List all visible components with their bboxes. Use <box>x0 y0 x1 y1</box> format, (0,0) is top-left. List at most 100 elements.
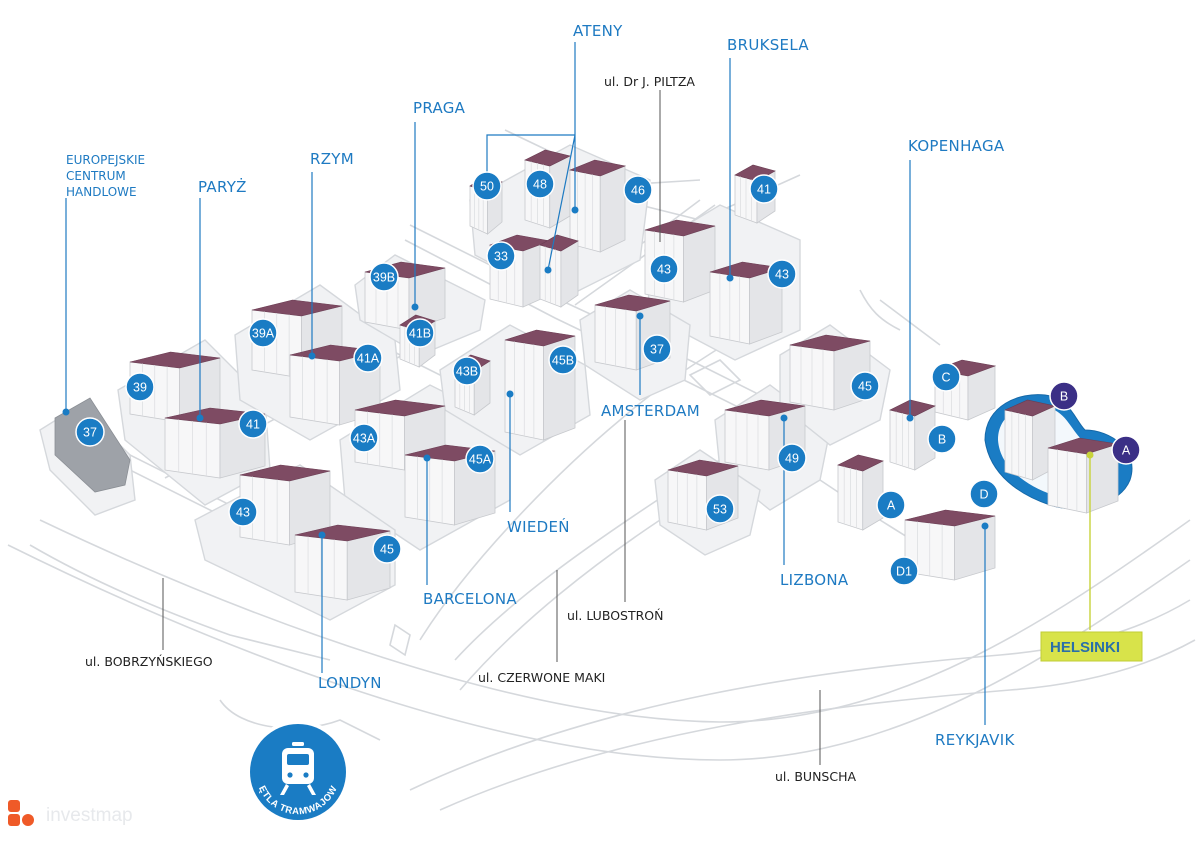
building-marker-circle <box>452 356 482 386</box>
estate-label-rzym[interactable]: RZYM <box>310 150 354 168</box>
building-marker-circle <box>369 262 399 292</box>
building-marker-circle <box>525 169 555 199</box>
building-marker-circle <box>486 241 516 271</box>
building-marker-b41a[interactable]: 41A <box>353 343 383 373</box>
building-marker-b46[interactable]: 46 <box>623 175 653 205</box>
apartment-building <box>568 159 627 253</box>
building-marker-circle <box>1049 381 1079 411</box>
mall-label: EUROPEJSKIE CENTRUM HANDLOWE <box>66 153 145 199</box>
building-marker-b48[interactable]: 48 <box>525 169 555 199</box>
building-marker-bb-kop[interactable]: B <box>927 424 957 454</box>
apartment-building <box>709 261 783 345</box>
road-stub <box>389 623 411 657</box>
building-marker-label: 43 <box>236 506 250 520</box>
estate-label-bruksela[interactable]: BRUKSELA <box>727 36 809 54</box>
building-marker-bb-hel[interactable]: B <box>1049 381 1079 411</box>
building-marker-b39a[interactable]: 39A <box>248 318 278 348</box>
building-marker-bd[interactable]: D <box>969 479 999 509</box>
helsinki-label-text: HELSINKI <box>1050 639 1120 656</box>
building-marker-b43-lon[interactable]: 43 <box>228 497 258 527</box>
estate-label-reykjavik[interactable]: REYKJAVIK <box>935 731 1015 749</box>
building-marker-ba-hel[interactable]: A <box>1111 435 1141 465</box>
building-marker-label: 43 <box>657 263 671 277</box>
building-marker-circle <box>969 479 999 509</box>
buildings-layer <box>129 149 1119 601</box>
investmap-logo-icon <box>8 800 40 832</box>
building-marker-bd1[interactable]: D1 <box>889 556 919 586</box>
apartment-building <box>837 454 884 531</box>
building-marker-b45-ams[interactable]: 45 <box>850 371 880 401</box>
apartment-building <box>1004 399 1056 481</box>
building-marker-circle <box>649 254 679 284</box>
building-marker-label: 39A <box>252 327 275 341</box>
building-marker-label: 43 <box>775 268 789 282</box>
building-marker-label: D <box>979 488 988 502</box>
estate-labels: ATENY BRUKSELA PRAGA RZYM PARYŻ KOPENHAG… <box>198 22 1015 749</box>
building-marker-circle <box>850 371 880 401</box>
building-marker-b39b[interactable]: 39B <box>369 262 399 292</box>
building-marker-label: 43B <box>456 365 478 379</box>
building-marker-circle <box>238 409 268 439</box>
building-marker-b43a[interactable]: 43A <box>349 423 379 453</box>
building-marker-label: 39B <box>373 271 395 285</box>
building-marker-circle <box>876 490 906 520</box>
building-marker-circle <box>125 372 155 402</box>
apartment-building <box>294 524 391 601</box>
helsinki-label[interactable]: HELSINKI <box>1040 631 1143 662</box>
estate-label-ateny[interactable]: ATENY <box>573 22 623 40</box>
building-marker-label: D1 <box>896 565 912 579</box>
building-marker-label: 41A <box>357 352 380 366</box>
building-marker-label: 45B <box>552 354 574 368</box>
building-marker-label: A <box>887 499 896 513</box>
building-marker-circle <box>465 444 495 474</box>
road-bunscha-south <box>409 599 1191 791</box>
building-marker-b43b[interactable]: 43B <box>452 356 482 386</box>
estate-label-barcelona[interactable]: BARCELONA <box>423 590 517 608</box>
building-marker-b45b[interactable]: 45B <box>548 345 578 375</box>
building-marker-bc[interactable]: C <box>931 362 961 392</box>
building-marker-b41-top[interactable]: 41 <box>749 174 779 204</box>
building-marker-b45-lon[interactable]: 45 <box>372 534 402 564</box>
building-marker-circle <box>642 334 672 364</box>
road-bunscha-south2 <box>439 639 1196 811</box>
estate-label-paryz[interactable]: PARYŻ <box>198 177 247 196</box>
building-marker-b39[interactable]: 39 <box>125 372 155 402</box>
building-marker-ba-kop[interactable]: A <box>876 490 906 520</box>
building-marker-label: C <box>941 371 950 385</box>
estate-label-lizbona[interactable]: LIZBONA <box>780 571 849 589</box>
building-marker-b33[interactable]: 33 <box>486 241 516 271</box>
street-label-czerwone-maki: ul. CZERWONE MAKI <box>478 670 605 685</box>
mall-label-line1: EUROPEJSKIE <box>66 153 145 167</box>
building-marker-b41[interactable]: 41 <box>238 409 268 439</box>
building-marker-label: B <box>1060 390 1068 404</box>
building-marker-circle <box>228 497 258 527</box>
estate-label-wieden[interactable]: WIEDEŃ <box>507 517 570 536</box>
building-marker-circle <box>1111 435 1141 465</box>
building-marker-b41b[interactable]: 41B <box>405 318 435 348</box>
building-marker-b37-ams[interactable]: 37 <box>642 334 672 364</box>
street-label-lubostron: ul. LUBOSTROŃ <box>567 608 663 623</box>
building-marker-label: A <box>1122 444 1131 458</box>
building-marker-b45a[interactable]: 45A <box>465 444 495 474</box>
building-marker-b49[interactable]: 49 <box>777 443 807 473</box>
estate-label-kopenhaga[interactable]: KOPENHAGA <box>908 137 1005 155</box>
road-bunscha-inner <box>39 519 1191 723</box>
street-label-bobrzynskiego: ul. BOBRZYŃSKIEGO <box>85 654 213 669</box>
building-marker-b43-bru[interactable]: 43 <box>649 254 679 284</box>
building-marker-label: 43A <box>353 432 376 446</box>
apartment-building <box>164 407 266 479</box>
building-marker-circle <box>349 423 379 453</box>
building-marker-b53[interactable]: 53 <box>705 494 735 524</box>
building-marker-b43-bru2[interactable]: 43 <box>767 259 797 289</box>
building-marker-b50[interactable]: 50 <box>472 171 502 201</box>
road-bunscha-outer <box>7 544 1191 761</box>
estate-label-praga[interactable]: PRAGA <box>413 99 466 117</box>
estate-label-amsterdam[interactable]: AMSTERDAM <box>601 402 700 420</box>
building-marker-circle <box>767 259 797 289</box>
estate-label-londyn[interactable]: LONDYN <box>318 674 382 692</box>
building-marker-b37-ech[interactable]: 37 <box>75 417 105 447</box>
building-marker-label: 48 <box>533 178 547 192</box>
road-lower-west <box>29 544 331 661</box>
apartment-building <box>1047 437 1119 514</box>
